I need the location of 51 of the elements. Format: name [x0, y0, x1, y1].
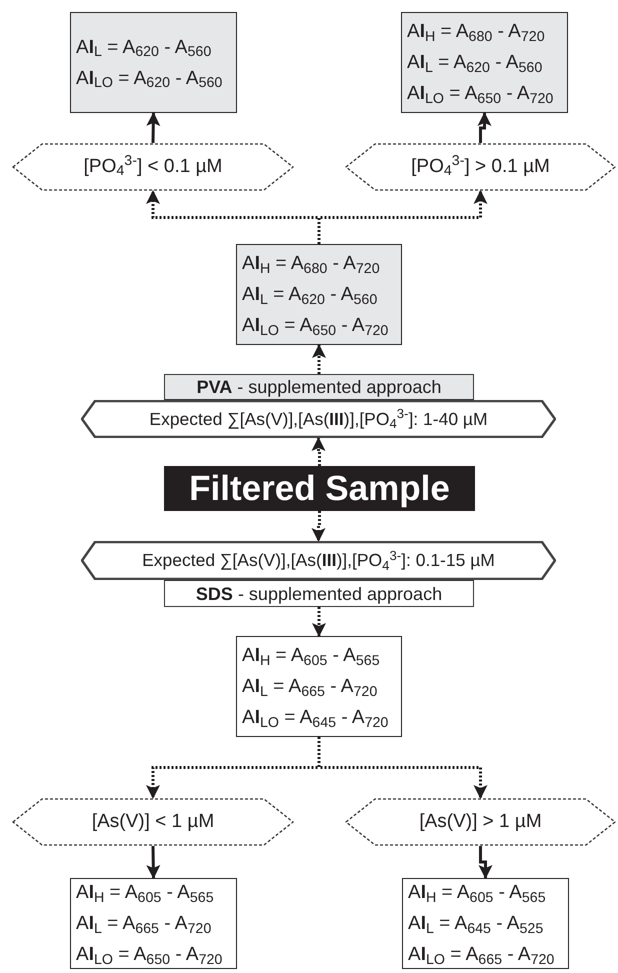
approach-text: PVA - supplemented approach — [196, 378, 442, 396]
arrow — [146, 846, 160, 879]
formula-text: AI$_{L}$ = A$_{620}$ - A$_{560}$ — [407, 51, 544, 78]
sample-box — [164, 466, 475, 511]
arrow — [146, 112, 160, 144]
arrow — [312, 344, 326, 374]
condition-text: [PO$_{4}$$^{3-}$] > 0.1 µM — [411, 152, 550, 182]
approach-label — [164, 374, 474, 400]
formula-text: AI$_{L}$ = A$_{665}$ - A$_{720}$ — [76, 912, 212, 939]
formula-text: AI$_{LO}$ = A$_{650}$ - A$_{720}$ — [76, 943, 224, 970]
arrow — [312, 437, 326, 466]
arrow — [478, 112, 492, 143]
approach-label — [164, 580, 474, 607]
condition-hexagon — [345, 143, 616, 191]
formula-text: AI$_{L}$ = A$_{665}$ - A$_{720}$ — [242, 675, 378, 702]
approach-text: SDS - supplemented approach — [196, 584, 442, 602]
formula-text: AI$_{L}$ = A$_{620}$ - A$_{560}$ — [76, 36, 212, 62]
arrow — [318, 190, 488, 244]
formula-text: AI$_{H}$ = A$_{680}$ - A$_{720}$ — [242, 252, 381, 279]
arrow — [312, 607, 326, 637]
formula-box — [236, 636, 402, 737]
formula-text: AI$_{H}$ = A$_{605}$ - A$_{565}$ — [408, 881, 547, 908]
condition-text: [As(V)] > 1 µM — [419, 810, 542, 834]
condition-text: [PO$_{4}$$^{3-}$] < 0.1 µM — [84, 152, 222, 182]
condition-hexagon — [12, 143, 294, 191]
condition-hexagon — [345, 798, 616, 846]
formula-text: AI$_{LO}$ = A$_{665}$ - A$_{720}$ — [408, 943, 556, 970]
condition-hexagon — [12, 798, 294, 846]
arrow — [478, 846, 492, 879]
formula-text: AI$_{L}$ = A$_{645}$ - A$_{525}$ — [408, 912, 544, 939]
sample-title: Filtered Sample — [189, 471, 450, 506]
arrow — [318, 737, 488, 799]
condition-text: Expected ∑[As(V)],[As(III)],[PO$_{4}$$^{3-}$]: 1-40 µM — [149, 406, 488, 432]
formula-box — [401, 12, 568, 113]
formula-text: AI$_{LO}$ = A$_{650}$ - A$_{720}$ — [242, 314, 390, 341]
formula-box — [236, 244, 402, 345]
arrow — [312, 511, 326, 542]
formula-text: AI$_{H}$ = A$_{605}$ - A$_{565}$ — [76, 881, 215, 908]
formula-text: AI$_{H}$ = A$_{680}$ - A$_{720}$ — [407, 20, 546, 47]
formula-text: AI$_{LO}$ = A$_{650}$ - A$_{720}$ — [407, 82, 554, 109]
formula-box — [70, 12, 237, 113]
formula-box — [70, 878, 237, 969]
formula-text: AI$_{L}$ = A$_{620}$ - A$_{560}$ — [242, 283, 378, 310]
formula-text: AI$_{LO}$ = A$_{645}$ - A$_{720}$ — [242, 706, 390, 733]
condition-text: Expected ∑[As(V)],[As(III)],[PO$_{4}$$^{3-}$]: 0.1-15 µM — [142, 547, 495, 574]
condition-hexagon — [81, 541, 556, 580]
condition-text: [As(V)] < 1 µM — [92, 810, 214, 834]
formula-text: AI$_{H}$ = A$_{605}$ - A$_{565}$ — [242, 644, 381, 671]
condition-hexagon — [81, 400, 556, 438]
formula-box — [402, 878, 569, 969]
formula-text: AI$_{LO}$ = A$_{620}$ - A$_{560}$ — [76, 66, 224, 94]
